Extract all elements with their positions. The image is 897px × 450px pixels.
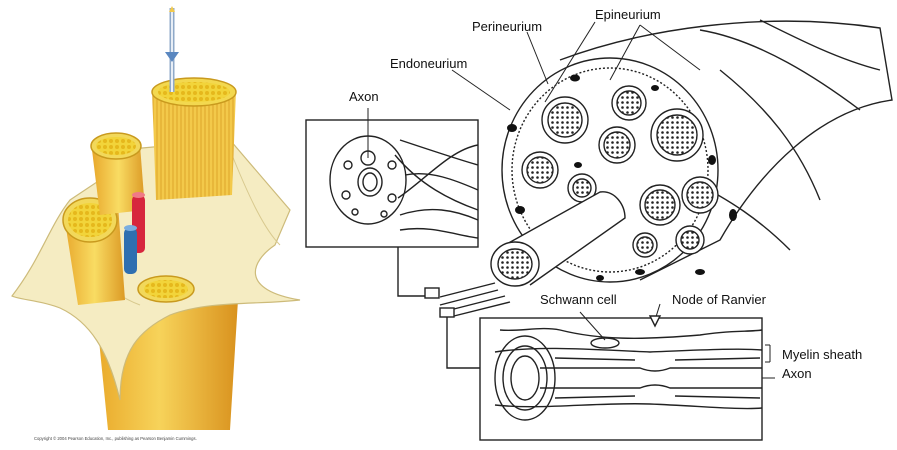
left-nerve-illustration: Copyright © 2004 Pearson Education, Inc.…	[12, 6, 300, 441]
label-schwann-cell: Schwann cell	[540, 292, 617, 307]
fascicle-tall	[152, 78, 236, 200]
label-epineurium: Epineurium	[595, 7, 661, 22]
fascicle-small	[138, 276, 194, 302]
label-myelin-sheath: Myelin sheath	[782, 347, 862, 362]
label-node-of-ranvier: Node of Ranvier	[672, 292, 767, 307]
myelin-inset	[480, 318, 762, 440]
label-axon-bottom: Axon	[782, 366, 812, 381]
axon-inset	[306, 120, 478, 247]
label-perineurium: Perineurium	[472, 19, 542, 34]
label-endoneurium: Endoneurium	[390, 56, 467, 71]
copyright-note: Copyright © 2004 Pearson Education, Inc.…	[34, 436, 197, 441]
label-axon-top: Axon	[349, 89, 379, 104]
